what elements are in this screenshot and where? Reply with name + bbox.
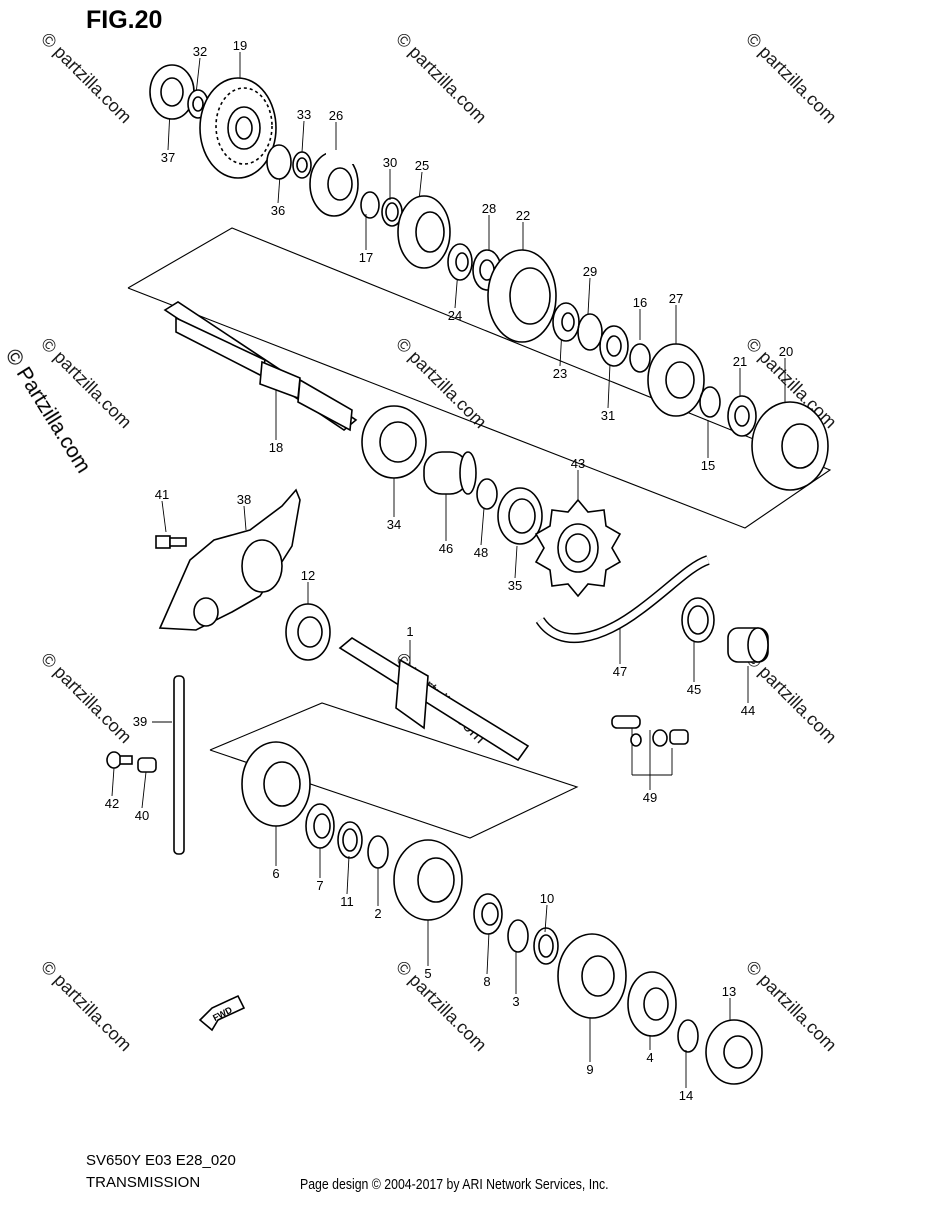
page-credit: Page design © 2004-2017 by ARI Network S… xyxy=(300,1176,609,1193)
callout-15: 15 xyxy=(701,458,715,473)
part-1-driveshaft xyxy=(338,637,530,762)
part-22-gear xyxy=(487,249,557,343)
callout-10: 10 xyxy=(540,891,554,906)
callout-1: 1 xyxy=(406,624,413,639)
watermark-text: © partzilla.com xyxy=(392,957,490,1055)
callout-27: 27 xyxy=(669,291,683,306)
part-18-countershaft xyxy=(163,301,358,432)
callout-41: 41 xyxy=(155,487,169,502)
callout-11: 11 xyxy=(340,894,354,909)
callout-26: 26 xyxy=(329,108,343,123)
section-name: TRANSMISSION xyxy=(86,1174,201,1191)
callout-18: 18 xyxy=(269,440,283,455)
callout-48: 48 xyxy=(474,545,488,560)
callout-40: 40 xyxy=(135,808,149,823)
callout-21: 21 xyxy=(733,354,747,369)
callout-4: 4 xyxy=(646,1050,653,1065)
part-36-bushing xyxy=(266,144,292,180)
part-44-nut xyxy=(727,627,769,663)
callout-23: 23 xyxy=(553,366,567,381)
callout-16: 16 xyxy=(633,295,647,310)
part-39-shift-rod xyxy=(173,675,185,855)
part-4-gear xyxy=(627,971,677,1037)
watermark-text: © partzilla.com xyxy=(37,649,135,747)
callout-42: 42 xyxy=(105,796,119,811)
callout-12: 12 xyxy=(301,568,315,583)
callout-25: 25 xyxy=(415,158,429,173)
fwd-arrow-icon xyxy=(198,994,246,1032)
part-34-bearing xyxy=(361,405,427,479)
part-drawings xyxy=(106,64,829,1085)
part-47-chain xyxy=(535,555,710,644)
callout-33: 33 xyxy=(297,107,311,122)
callout-9: 9 xyxy=(586,1062,593,1077)
figure-title: FIG.20 xyxy=(86,6,163,34)
watermark-text: © partzilla.com xyxy=(37,957,135,1055)
callout-37: 37 xyxy=(161,150,175,165)
callout-36: 36 xyxy=(271,203,285,218)
callout-19: 19 xyxy=(233,38,247,53)
part-46-collar xyxy=(423,451,477,495)
assembly-outlines xyxy=(127,227,832,839)
part-25-gear xyxy=(397,195,451,269)
part-43-sprocket xyxy=(534,498,622,598)
watermark-text: © partzilla.com xyxy=(742,649,840,747)
part-38-bracket xyxy=(158,488,301,631)
callout-13: 13 xyxy=(722,984,736,999)
callout-32: 32 xyxy=(193,44,207,59)
callout-44: 44 xyxy=(741,703,755,718)
callout-38: 38 xyxy=(237,492,251,507)
part-6-gear xyxy=(241,741,311,827)
callout-2: 2 xyxy=(374,906,381,921)
part-37-bearing xyxy=(149,64,195,120)
callout-35: 35 xyxy=(508,578,522,593)
watermark-text: © partzilla.com xyxy=(742,29,840,127)
callout-17: 17 xyxy=(359,250,373,265)
watermark-text: © partzilla.com xyxy=(392,29,490,127)
driveshaft-outline xyxy=(209,702,579,839)
callout-49: 49 xyxy=(643,790,657,805)
part-27-gear xyxy=(647,343,705,417)
callout-3: 3 xyxy=(512,994,519,1009)
part-12-bearing xyxy=(285,603,331,661)
callout-47: 47 xyxy=(613,664,627,679)
callout-46: 46 xyxy=(439,541,453,556)
part-5-gear xyxy=(393,839,463,921)
part-13-bearing xyxy=(705,1019,763,1085)
callout-29: 29 xyxy=(583,264,597,279)
callout-22: 22 xyxy=(516,208,530,223)
callout-39: 39 xyxy=(133,714,147,729)
callout-14: 14 xyxy=(679,1088,693,1103)
callout-43: 43 xyxy=(571,456,585,471)
callout-30: 30 xyxy=(383,155,397,170)
callout-20: 20 xyxy=(779,344,793,359)
part-20-gear xyxy=(751,401,829,491)
part-9-gear xyxy=(557,933,627,1019)
callout-5: 5 xyxy=(424,966,431,981)
callout-31: 31 xyxy=(601,408,615,423)
callout-24: 24 xyxy=(448,308,462,323)
callout-28: 28 xyxy=(482,201,496,216)
watermark-text: © partzilla.com xyxy=(37,29,135,127)
part-19-gear xyxy=(199,77,277,179)
part-49-master-link xyxy=(611,715,689,747)
callout-labels: 1234567891011121314151617181920212223242… xyxy=(105,38,793,1103)
callout-7: 7 xyxy=(316,878,323,893)
callout-45: 45 xyxy=(687,682,701,697)
model-code: SV650Y E03 E28_020 xyxy=(86,1152,236,1169)
countershaft-outline xyxy=(127,227,832,529)
callout-6: 6 xyxy=(272,866,279,881)
callout-34: 34 xyxy=(387,517,401,532)
callout-8: 8 xyxy=(483,974,490,989)
part-26-gear xyxy=(309,150,359,217)
